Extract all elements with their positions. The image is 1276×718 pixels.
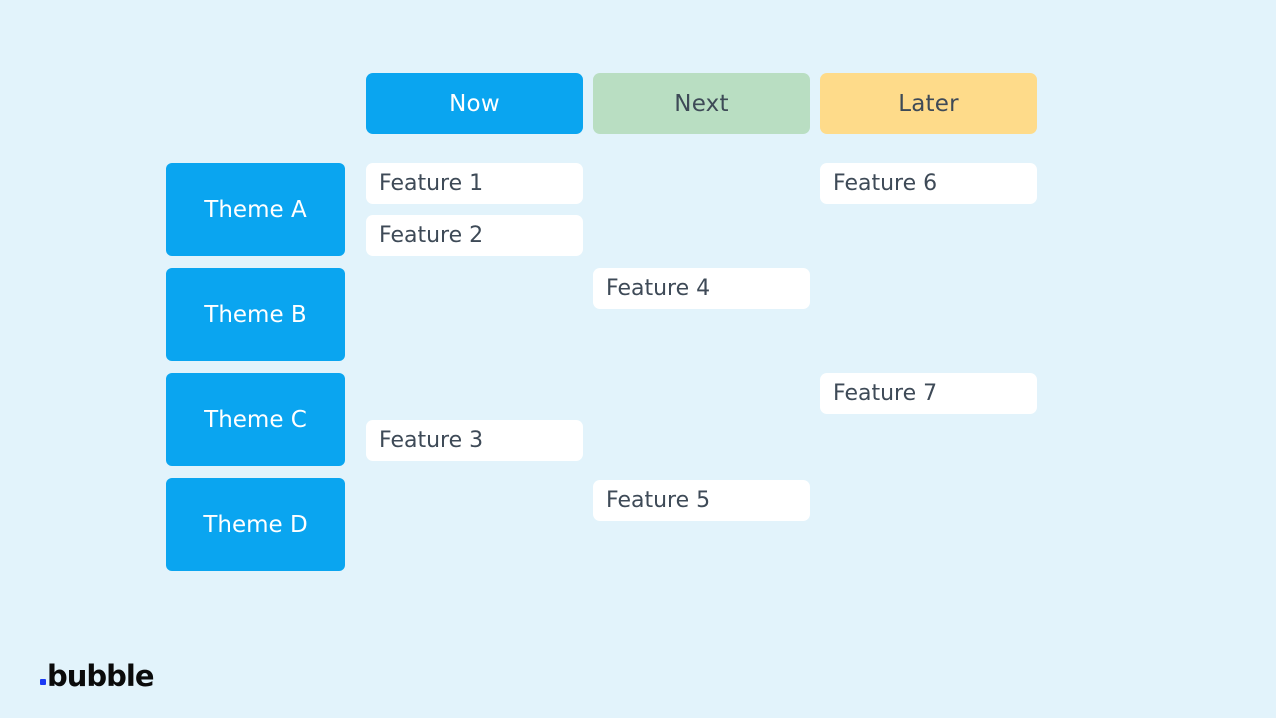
bubble-logo: bubble [40,651,155,693]
feature-card-2: Feature 2 [366,215,583,256]
column-header-next: Next [593,73,810,134]
feature-card-5: Feature 5 [593,480,810,521]
column-header-later: Later [820,73,1037,134]
theme-b-label: Theme B [166,268,345,361]
feature-card-1: Feature 1 [366,163,583,204]
column-header-now: Now [366,73,583,134]
logo-dot-icon [40,679,46,685]
feature-card-6: Feature 6 [820,163,1037,204]
theme-a-label: Theme A [166,163,345,256]
feature-card-4: Feature 4 [593,268,810,309]
theme-c-label: Theme C [166,373,345,466]
logo-text: bubble [47,659,155,693]
theme-d-label: Theme D [166,478,345,571]
feature-card-3: Feature 3 [366,420,583,461]
feature-card-7: Feature 7 [820,373,1037,414]
